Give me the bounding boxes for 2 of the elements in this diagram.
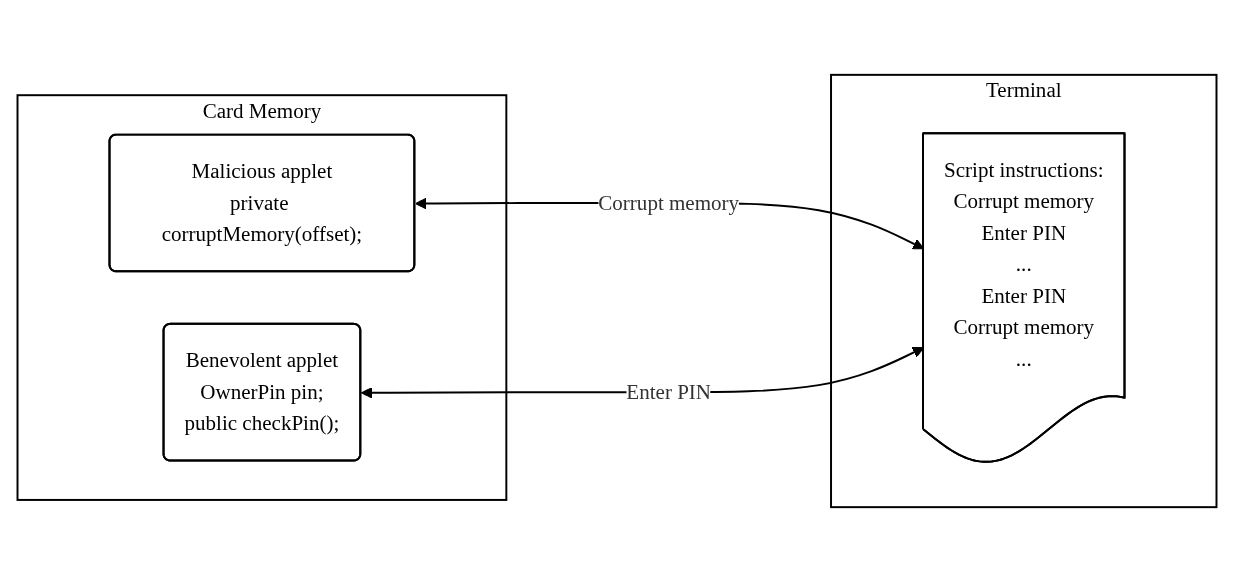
edge-label: Corrupt memory: [598, 190, 740, 213]
edge-label: Enter PIN: [626, 379, 712, 403]
